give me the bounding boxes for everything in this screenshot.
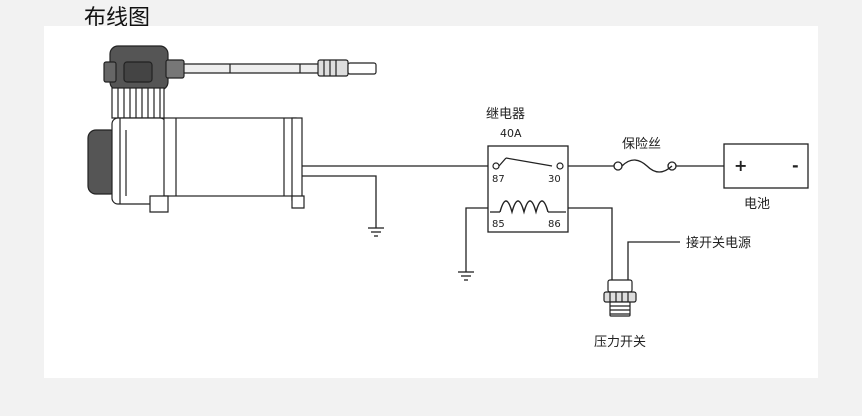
relay-label: 继电器 — [486, 107, 525, 122]
pressure-switch-icon — [603, 279, 637, 317]
battery-icon — [723, 143, 809, 189]
switch-power-label: 接开关电源 — [686, 235, 751, 251]
fuse-label: 保险丝 — [622, 137, 661, 152]
diagram-panel — [44, 26, 818, 378]
relay-pin-87: 87 — [492, 174, 505, 185]
relay-pin-86: 86 — [548, 219, 561, 230]
pressure-switch-label: 压力开关 — [594, 335, 646, 350]
battery-positive: + — [734, 156, 747, 175]
ground-symbol-relay-icon — [458, 271, 474, 281]
relay-pin-85: 85 — [492, 219, 505, 230]
relay-pin-30: 30 — [548, 174, 561, 185]
wiring-lines — [302, 165, 724, 282]
relay-icon — [487, 145, 569, 233]
relay-rating: 40A — [500, 127, 522, 140]
fuse-icon — [613, 159, 677, 173]
battery-label: 电池 — [744, 197, 770, 212]
battery-negative: - — [792, 156, 799, 175]
compressor-icon — [87, 45, 377, 213]
ground-symbol-compressor-icon — [368, 227, 384, 237]
